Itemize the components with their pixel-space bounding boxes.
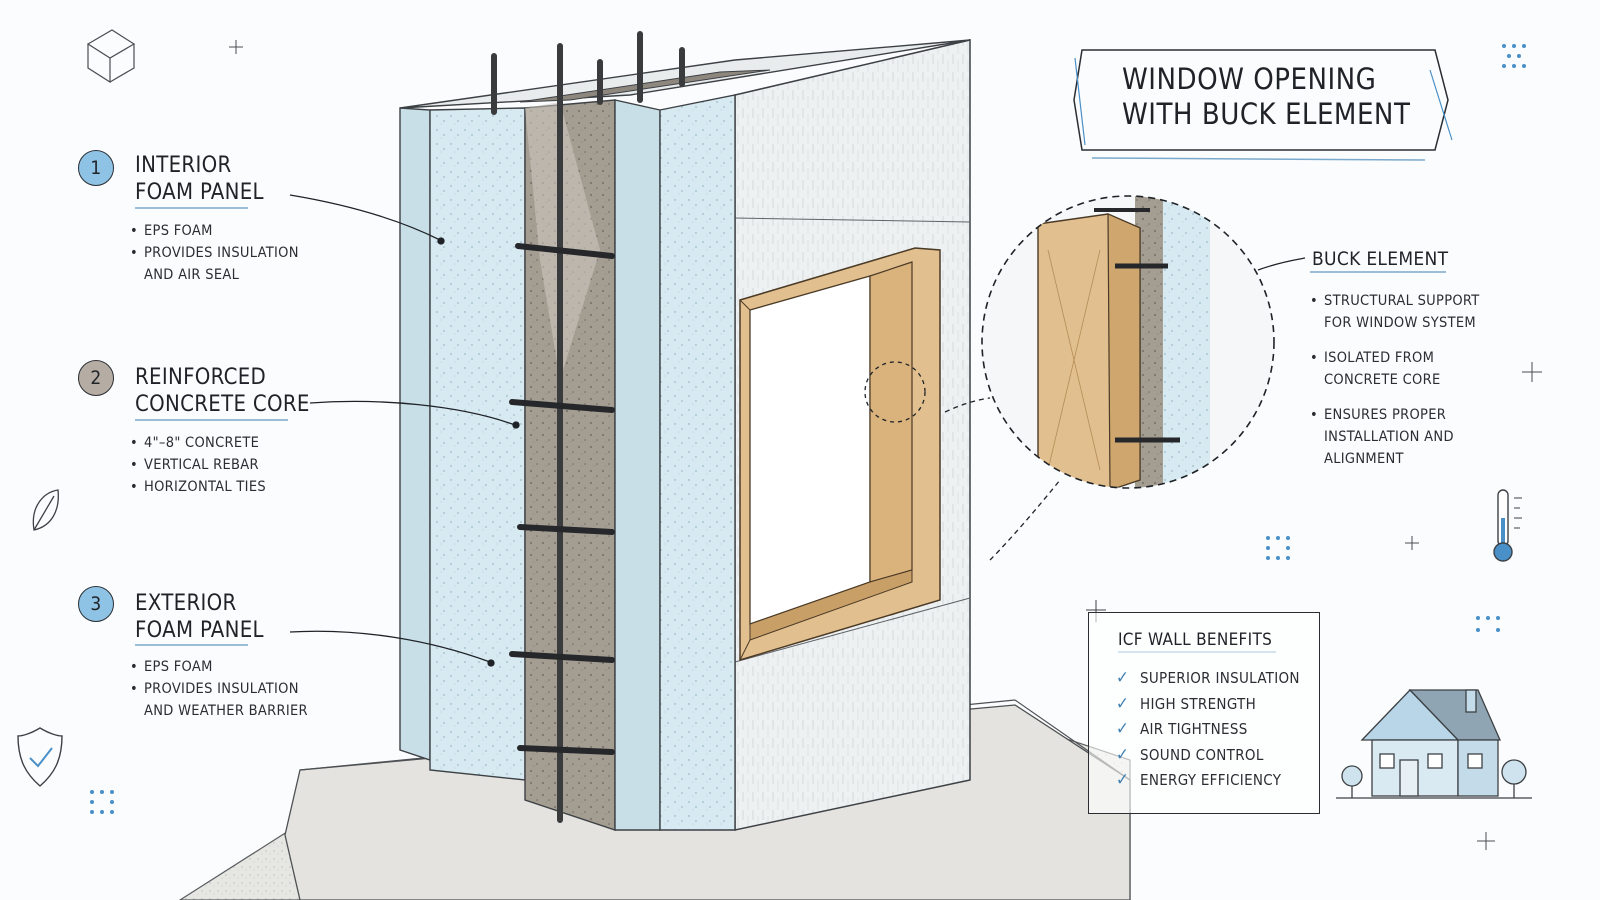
benefit-label: SUPERIOR INSULATION — [1140, 666, 1300, 692]
shield-check-icon — [18, 728, 62, 786]
benefit-item: ✓ AIR TIGHTNESS — [1116, 717, 1300, 743]
benefit-label: ENERGY EFFICIENCY — [1140, 768, 1281, 794]
benefits-list: ✓ SUPERIOR INSULATION ✓ HIGH STRENGTH ✓ AIR… — [1116, 666, 1300, 794]
buck-element-label: BUCK ELEMENT — [1312, 246, 1462, 273]
thermometer-icon — [1494, 490, 1522, 561]
check-icon: ✓ — [1116, 692, 1132, 718]
bullet: EPS FOAM — [130, 656, 310, 678]
benefit-item: ✓ SUPERIOR INSULATION — [1116, 666, 1300, 692]
page-title: WINDOW OPENING WITH BUCK ELEMENT — [1122, 62, 1422, 132]
callout-badge-2: 2 — [78, 360, 114, 396]
concrete-core-label: REINFORCED CONCRETE CORE — [135, 364, 315, 418]
bullet: VERTICAL REBAR — [130, 454, 310, 476]
exterior-foam-label: EXTERIOR FOAM PANEL — [135, 590, 265, 644]
interior-foam-label: INTERIOR FOAM PANEL — [135, 152, 265, 206]
buck-element-bullets: STRUCTURAL SUPPORT FOR WINDOW SYSTEM ISO… — [1310, 290, 1490, 470]
bullet: EPS FOAM — [130, 220, 300, 242]
interior-foam-panel — [400, 108, 525, 780]
bullet: STRUCTURAL SUPPORT FOR WINDOW SYSTEM — [1310, 290, 1490, 334]
benefit-item: ✓ SOUND CONTROL — [1116, 743, 1300, 769]
bullet: HORIZONTAL TIES — [130, 476, 310, 498]
benefit-label: HIGH STRENGTH — [1140, 692, 1256, 718]
bullet: PROVIDES INSULATION AND AIR SEAL — [130, 242, 300, 286]
check-icon: ✓ — [1116, 666, 1132, 692]
concrete-core — [525, 100, 615, 830]
callout-badge-1: 1 — [78, 150, 114, 186]
concrete-core-bullets: 4"–8" CONCRETE VERTICAL REBAR HORIZONTAL… — [130, 432, 310, 498]
exterior-foam-panel — [615, 95, 735, 830]
interior-foam-bullets: EPS FOAM PROVIDES INSULATION AND AIR SEA… — [130, 220, 300, 286]
benefit-label: AIR TIGHTNESS — [1140, 717, 1248, 743]
exterior-foam-bullets: EPS FOAM PROVIDES INSULATION AND WEATHER… — [130, 656, 310, 722]
check-icon: ✓ — [1116, 717, 1132, 743]
cube-icon — [88, 30, 134, 82]
bullet: PROVIDES INSULATION AND WEATHER BARRIER — [130, 678, 310, 722]
bullet: 4"–8" CONCRETE — [130, 432, 310, 454]
benefit-item: ✓ ENERGY EFFICIENCY — [1116, 768, 1300, 794]
callout-badge-3: 3 — [78, 586, 114, 622]
window-buck-frame — [740, 248, 940, 660]
bullet: ENSURES PROPER INSTALLATION AND ALIGNMEN… — [1310, 404, 1490, 470]
leaf-icon — [33, 490, 58, 530]
house-icon — [1336, 690, 1532, 798]
benefits-title: ICF WALL BENEFITS — [1118, 630, 1272, 650]
benefit-item: ✓ HIGH STRENGTH — [1116, 692, 1300, 718]
check-icon: ✓ — [1116, 768, 1132, 794]
benefit-label: SOUND CONTROL — [1140, 743, 1264, 769]
check-icon: ✓ — [1116, 743, 1132, 769]
buck-detail-callout — [982, 190, 1274, 500]
bullet: ISOLATED FROM CONCRETE CORE — [1310, 347, 1490, 391]
